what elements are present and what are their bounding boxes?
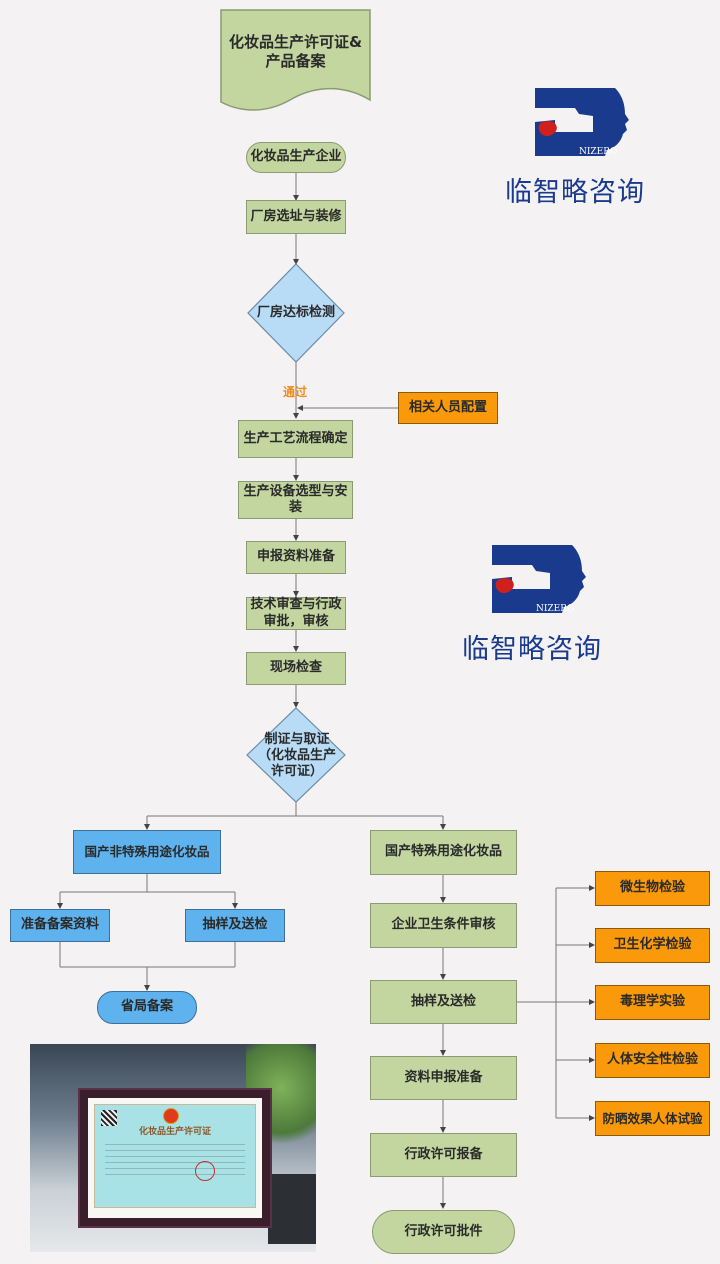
node-inspection: 现场检查 [246,652,346,685]
node-start: 化妆品生产企业 [246,142,346,173]
brand-cn-text: 临智略咨询 [505,177,645,208]
node-check: 厂房达标检测 [256,304,335,320]
node-hygiene-review: 企业卫生条件审核 [370,903,517,948]
node-admin-report: 行政许可报备 [370,1133,517,1177]
brand-logo-top: NIZERO 临智略咨询 [505,86,665,208]
certificate-paper: 化妆品生产许可证 [94,1104,256,1208]
certificate-frame: 化妆品生产许可证 [78,1088,272,1228]
node-special-header: 国产特殊用途化妆品 [370,830,517,875]
node-admin-approval: 行政许可批件 [372,1210,515,1254]
brand-en-text: NIZERO [579,147,617,157]
nizero-face-icon: NIZERO [535,88,629,157]
node-staff: 相关人员配置 [398,392,498,424]
national-emblem-icon [163,1108,179,1124]
node-provincial-filing: 省局备案 [97,991,197,1024]
official-seal-icon [195,1161,215,1181]
certificate-mat: 化妆品生产许可证 [88,1098,262,1218]
brand-en-text: NIZERO [536,604,574,614]
node-docs-prep: 资料申报准备 [370,1056,517,1100]
certificate-fields [105,1139,245,1179]
node-non-special-header: 国产非特殊用途化妆品 [73,830,221,874]
title-document-shape [220,9,371,111]
node-right-sampling: 抽样及送检 [370,980,517,1024]
node-test-microbial: 微生物检验 [595,871,710,906]
title-line-2: 产品备案 [265,52,326,70]
node-issue: 制证与取证（化妆品生产许可证） [257,731,336,780]
node-test-spf: 防晒效果人体试验 [595,1101,710,1136]
node-test-chemical: 卫生化学检验 [595,928,710,963]
nizero-face-icon: NIZERO [492,545,586,614]
node-test-human-safety: 人体安全性检验 [595,1043,710,1078]
diagram-title: 化妆品生产许可证&产品备案 [221,24,370,80]
title-line-1: 化妆品生产许可证& [228,33,363,52]
node-site: 厂房选址与装修 [246,200,346,234]
qr-code-icon [101,1110,117,1126]
decision-diamond-check [247,263,345,363]
node-prepare-filing: 准备备案资料 [10,909,110,942]
brand-logo-middle: NIZERO 临智略咨询 [462,543,622,665]
node-process: 生产工艺流程确定 [238,420,353,458]
certificate-photo: 化妆品生产许可证 [30,1044,316,1252]
certificate-title: 化妆品生产许可证 [138,1127,211,1137]
node-equipment: 生产设备选型与安装 [238,481,353,519]
keyboard-decoration [268,1174,316,1244]
node-materials: 申报资料准备 [246,541,346,574]
brand-cn-text: 临智略咨询 [462,634,602,665]
node-review: 技术审查与行政审批，审核 [246,597,346,630]
node-left-sampling: 抽样及送检 [185,909,285,942]
decision-diamond-issue [246,707,346,803]
node-test-toxicology: 毒理学实验 [595,985,710,1020]
pass-label: 通过 [283,385,308,399]
